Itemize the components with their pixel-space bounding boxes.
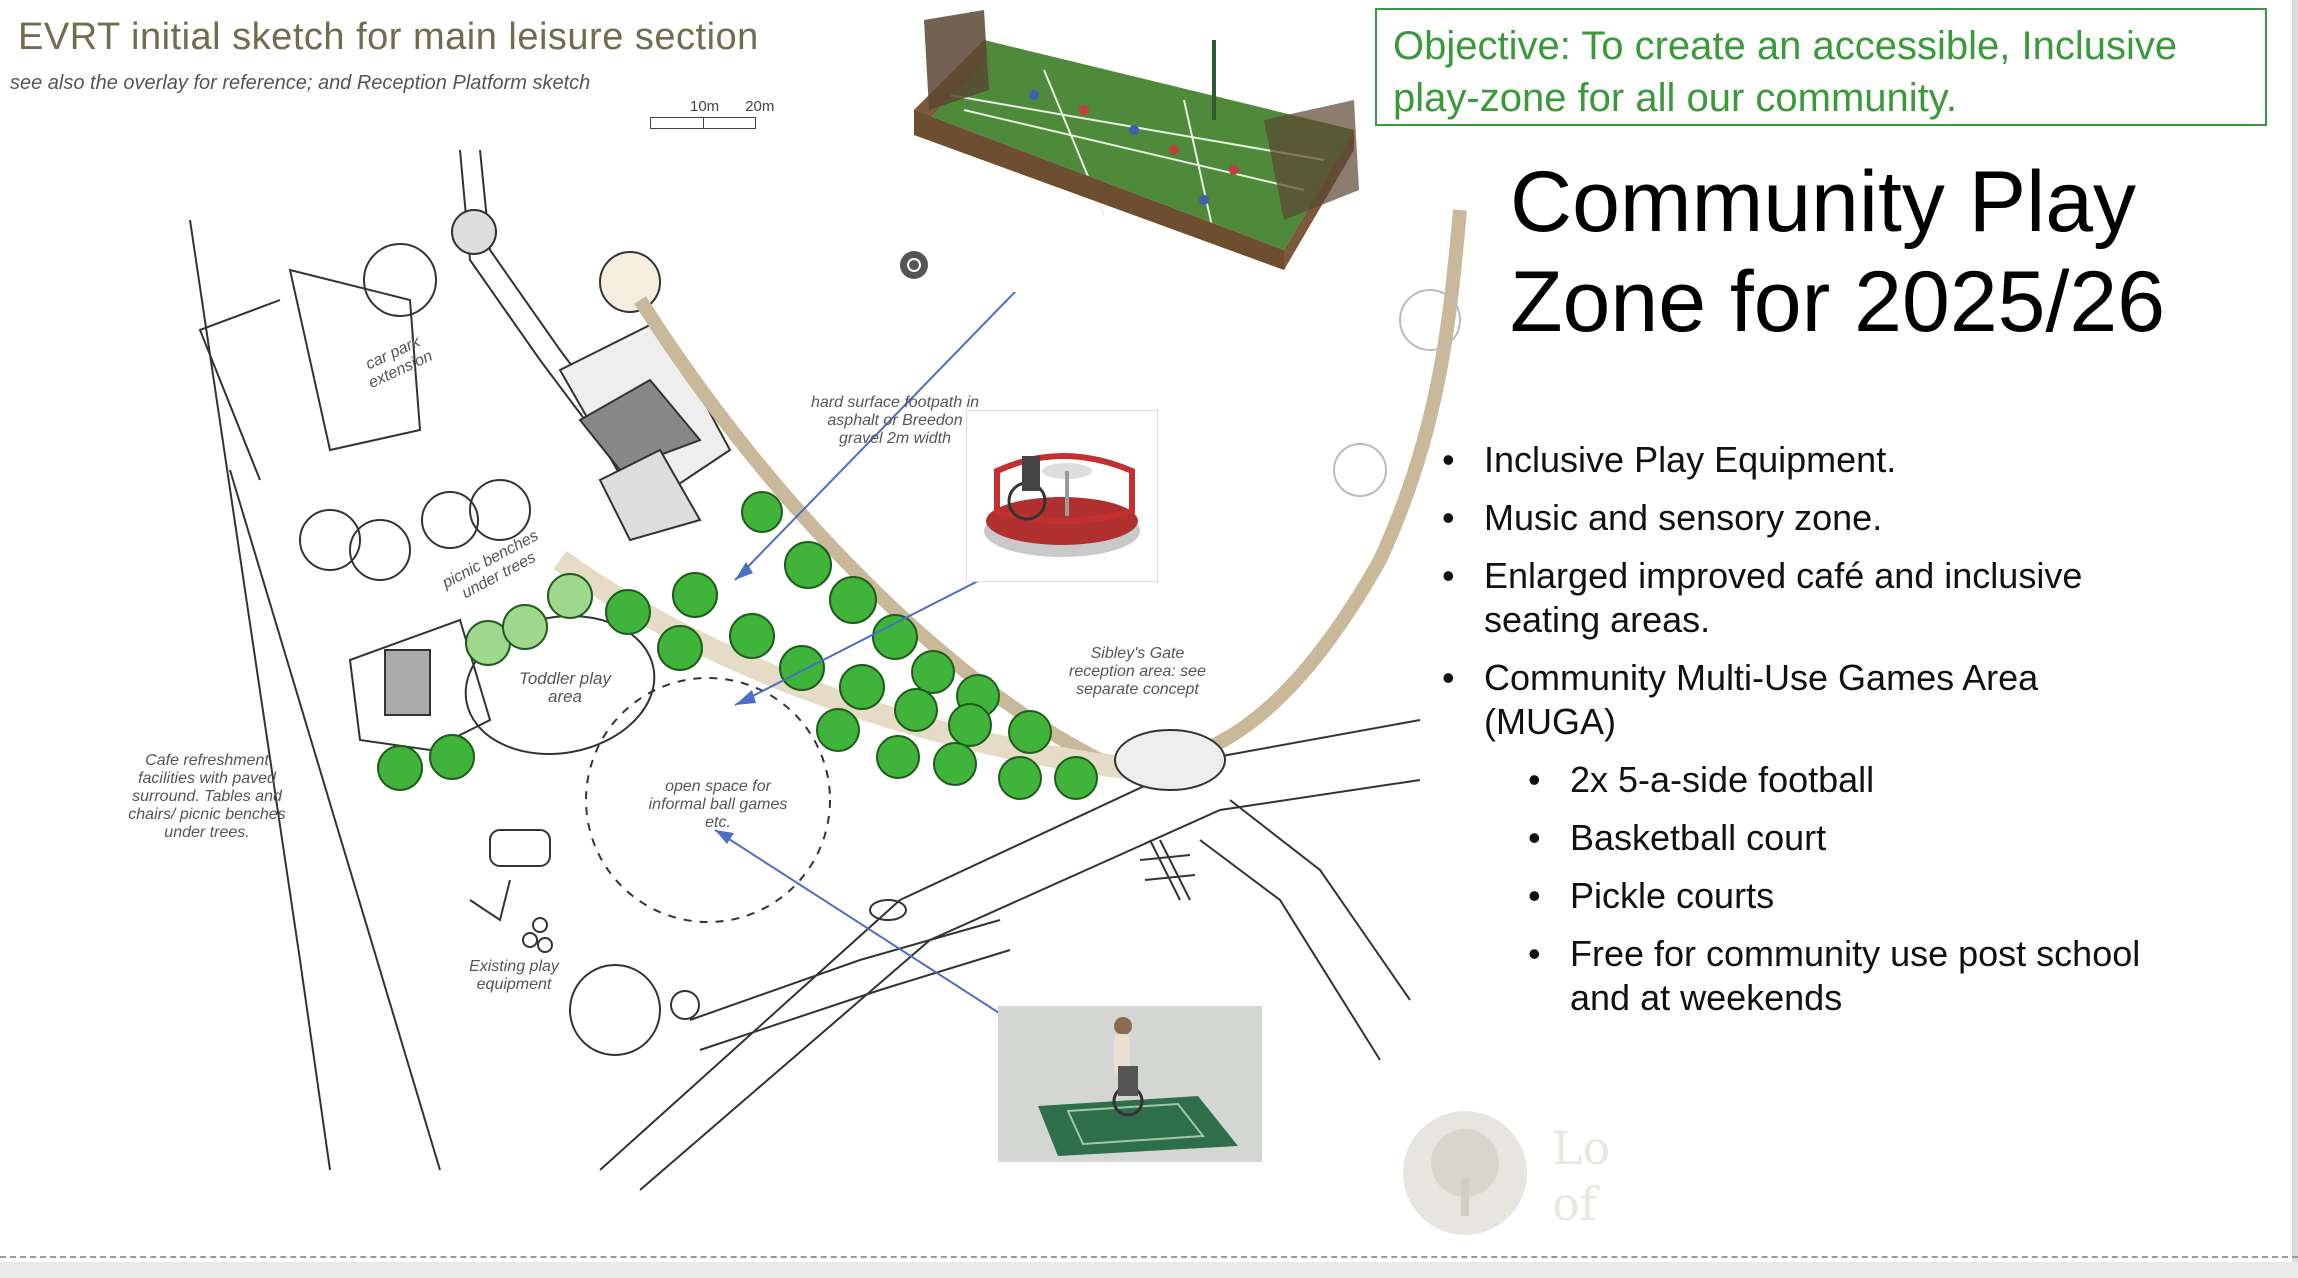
label-existing-play: Existing play equipment: [469, 958, 559, 993]
scale-bar: 10m 20m: [650, 98, 774, 129]
scale-label-20: 20m: [745, 98, 775, 115]
slide-border: [0, 1256, 2298, 1258]
label-toddler: Toddler play area: [519, 669, 611, 706]
logo-text-line1: Lo: [1552, 1121, 1611, 1175]
sub-bullet-item: Basketball court: [1442, 816, 2162, 860]
scale-label-10: 10m: [690, 98, 720, 115]
sub-bullet-item: Pickle courts: [1442, 874, 2162, 918]
sketch-title: EVRT initial sketch for main leisure sec…: [18, 16, 759, 58]
bullet-item: Inclusive Play Equipment.: [1442, 438, 2162, 482]
sketch-subtitle: see also the overlay for reference; and …: [10, 72, 591, 94]
logo-text-line2: of: [1552, 1177, 1597, 1231]
bullet-item: Music and sensory zone.: [1442, 496, 2162, 540]
site-plan-sketch: [189, 149, 1467, 1191]
objective-box: Objective: To create an accessible, Incl…: [1375, 8, 2267, 126]
slide-edge: [2292, 0, 2298, 1262]
page-title: Community Play Zone for 2025/26: [1510, 154, 2166, 350]
label-open-space: open space for informal ball games etc.: [648, 778, 788, 831]
label-footpath: hard surface footpath in asphalt or Bree…: [810, 394, 980, 447]
bullet-item: Community Multi-Use Games Area (MUGA): [1442, 656, 2162, 744]
bullet-list: Inclusive Play Equipment. Music and sens…: [1442, 438, 2162, 1034]
muga-photo: [884, 0, 1384, 292]
tree-logo-icon: [1403, 1111, 1527, 1235]
label-sibleys: Sibley's Gate reception area: see separa…: [1069, 645, 1206, 698]
trees: [377, 491, 1098, 800]
sub-bullet-item: Free for community use post school and a…: [1442, 932, 2162, 1020]
roundabout-photo: [966, 410, 1158, 582]
logo-text: Lo of: [1552, 1120, 1610, 1232]
label-cafe: Cafe refreshment facilities with paved s…: [128, 752, 286, 841]
sensory-mat-photo: [998, 1006, 1262, 1162]
sub-bullet-item: 2x 5-a-side football: [1442, 758, 2162, 802]
bullet-item: Enlarged improved café and inclusive sea…: [1442, 554, 2162, 642]
